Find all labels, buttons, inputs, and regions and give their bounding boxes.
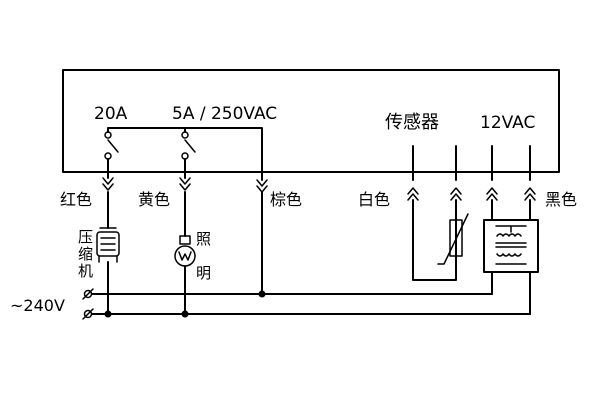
connector-icon [524,187,536,201]
label-black-wire: 黑色 [545,190,577,209]
label-sensor: 传感器 [385,112,439,133]
label-compressor-1: 压 [78,228,93,246]
connector-icon [450,187,462,201]
label-12vac: 12VAC [480,113,535,133]
lamp-icon [174,235,196,267]
switch-icon [104,131,119,179]
label-yellow-wire: 黄色 [138,190,170,209]
compressor-icon [96,227,120,263]
label-red-wire: 红色 [60,190,92,209]
junction-dot [104,310,112,318]
connector-icon [102,177,114,191]
terminal-icon [82,288,94,300]
label-5a-250vac: 5A / 250VAC [172,104,277,124]
label-white-wire: 白色 [358,190,390,209]
label-20a: 20A [94,104,128,124]
thermistor-icon [437,213,469,265]
label-light-2: 明 [196,264,211,282]
transformer-icon [483,219,539,273]
controller-box [62,69,560,173]
switch-icon [181,131,196,179]
junction-dot [181,310,189,318]
label-brown-wire: 棕色 [270,190,302,209]
label-compressor-3: 机 [78,262,93,280]
connector-icon [407,187,419,201]
terminal-icon [82,308,94,320]
connector-icon [179,177,191,191]
connector-icon [486,187,498,201]
connector-icon [256,179,268,193]
label-mains: ~240V [10,296,65,315]
label-light-1: 照 [196,230,211,248]
label-compressor-2: 缩 [78,245,93,263]
